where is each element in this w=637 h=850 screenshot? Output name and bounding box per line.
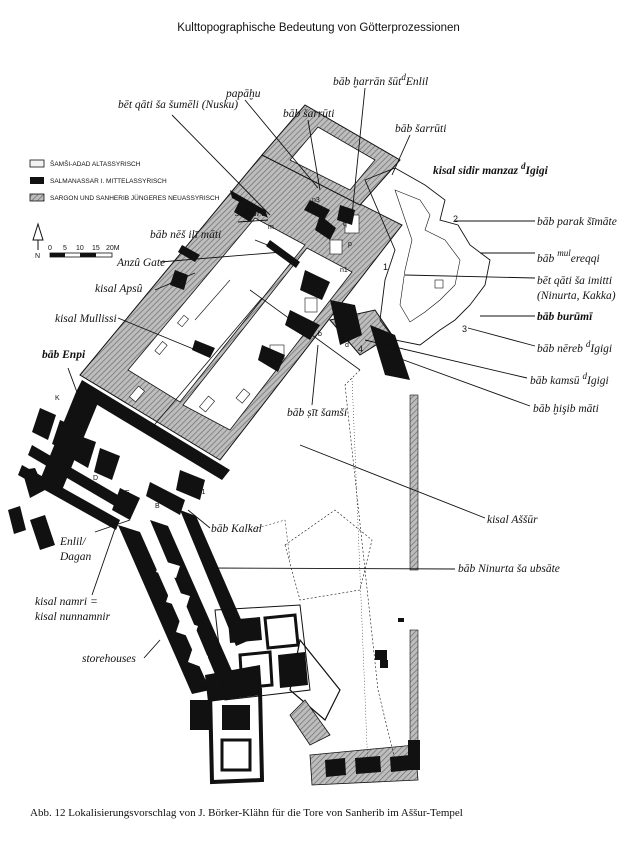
label-bab-parak: bāb parak šīmāte (537, 216, 617, 228)
legend-label-middle: SALMANASSAR I. MITTELASSYRISCH (50, 178, 167, 185)
legend: ŠAMŠI-ADAD ALTASSYRISCH SALMANASSAR I. M… (29, 159, 220, 202)
room-letter-q: q (343, 221, 347, 228)
label-kisal-mullissi: kisal Mullissi (55, 313, 117, 325)
label-bab-ninurta: bāb Ninurta ša ubsāte (458, 563, 560, 575)
room-letter-E: E (125, 490, 130, 497)
north-label: N (35, 253, 40, 260)
label-bab-harrun: bāb ḫarrān šūtdEnlil (333, 72, 428, 88)
legend-label-old: ŠAMŠI-ADAD ALTASSYRISCH (50, 159, 141, 168)
legend-swatch-middle (30, 177, 44, 184)
label-bab-sit: bāb ṣīt šamši (287, 407, 347, 419)
room-letter-F: F (65, 455, 69, 462)
southern-ruins (190, 394, 420, 786)
scale-tick-0: 0 (48, 245, 52, 252)
label-bet-qati-sumeli: bēt qāti ša šumēli (Nusku) (118, 99, 238, 111)
scale-tick-5: 5 (63, 245, 67, 252)
label-kisal-sidir-sup: d (521, 161, 526, 171)
label-bab-nes: bāb nēš ilī māti (150, 229, 221, 241)
plan-number-4: 4 (358, 344, 363, 354)
room-letter-b: b (318, 331, 322, 338)
label-kisal-apsu: kisal Apsû (95, 283, 143, 295)
legend-swatch-old (29, 159, 45, 168)
label-bab-harrun-sup: d (401, 72, 406, 82)
label-bab-burumi: bāb burūmī (537, 311, 593, 323)
room-letter-A2: A2 (180, 479, 189, 486)
room-letter-D: D (93, 475, 98, 482)
plan-number-3: 3 (462, 324, 467, 334)
plan-number-2: 2 (453, 214, 458, 224)
label-kisal-namri-2: kisal nunnamnir (35, 611, 111, 623)
label-papahu: papāḫu (225, 88, 261, 100)
middle-assyrian-walls (8, 190, 410, 702)
room-letter-B: B (155, 503, 160, 510)
labels: papāḫu bāb ḫarrān šūtdEnlil bēt qāti ša … (35, 72, 617, 665)
label-bab-harrun-main: bāb ḫarrān šūt (333, 76, 402, 88)
room-letter-K: K (55, 395, 60, 402)
label-kisal-assur: kisal Aššūr (487, 514, 538, 526)
plan-number-1: 1 (383, 262, 388, 272)
label-bab-nereb-sup: d (586, 339, 591, 349)
room-letter-A1: A1 (197, 489, 206, 496)
room-letter-c: c (270, 357, 274, 364)
plan-numbers: 1 2 3 4 (358, 214, 467, 354)
label-bab-mul-main: bāb (537, 253, 555, 265)
room-letter-m: m (268, 224, 274, 231)
scale-tick-15: 15 (92, 245, 100, 252)
label-bab-sarruti-1: bāb šarrūti (283, 108, 334, 120)
room-letter-p: p (348, 241, 352, 248)
room-letter-n3: n3 (312, 197, 320, 204)
label-bab-kamsu-main: bāb kamsū (530, 375, 580, 387)
page-header: Kulttopographische Bedeutung von Götterp… (177, 22, 460, 34)
label-bab-harrun-end: Enlil (405, 76, 428, 88)
label-bab-kalkal: bāb Kalkal (211, 523, 262, 535)
label-storehouses: storehouses (82, 653, 136, 665)
outline-structures (149, 167, 491, 771)
north-arrow-icon: N (32, 222, 44, 260)
scale-tick-20: 20M (106, 245, 120, 252)
figure-caption: Abb. 12 Lokalisierungsvorschlag von J. B… (30, 807, 463, 819)
label-bab-mul-sup: mul (557, 248, 571, 258)
label-bab-nereb-end: Igigi (589, 343, 612, 355)
label-kisal-sidir-end: Igigi (525, 165, 549, 177)
label-bab-hisib: bāb ḫişib māti (533, 403, 599, 415)
label-enlil-1: Enlil/ (59, 536, 87, 548)
label-bab-enpi: bāb Enpi (42, 349, 86, 361)
scale-tick-10: 10 (76, 245, 84, 252)
leader-lines (67, 87, 536, 659)
label-bab-kamsu-end: Igigi (586, 375, 609, 387)
label-enlil-2: Dagan (59, 551, 92, 563)
room-letter-d: d (345, 342, 349, 349)
legend-label-neo: SARGON UND SANHERIB JÜNGERES NEUASSYRISC… (50, 194, 220, 202)
label-bab-mul-end: ereqqi (571, 253, 600, 265)
room-letters: m n3 q p n1 b h c d A2 A1 B E F K D (55, 197, 352, 510)
legend-swatch-neo (29, 193, 45, 202)
label-sahuru: šaḫūru (235, 207, 267, 219)
label-ninurta-kakka: (Ninurta, Kakka) (537, 290, 616, 302)
label-kisal-namri-1: kisal namri = (35, 596, 98, 608)
label-bab-kamsu-sup: d (583, 371, 588, 381)
room-letter-h: h (195, 342, 199, 349)
label-bet-qati-imitti: bēt qāti ša imitti (537, 275, 612, 287)
label-anzu-gate: Anzû Gate (116, 257, 165, 269)
room-letter-n1: n1 (340, 267, 348, 274)
label-kisal-sidir-main: kisal sidir manzaz (433, 165, 519, 177)
label-bab-sarruti-2: bāb šarrūti (395, 123, 446, 135)
label-bab-nereb-main: bāb nēreb (537, 343, 583, 355)
scale-bar: 0 5 10 15 20M (48, 245, 120, 258)
